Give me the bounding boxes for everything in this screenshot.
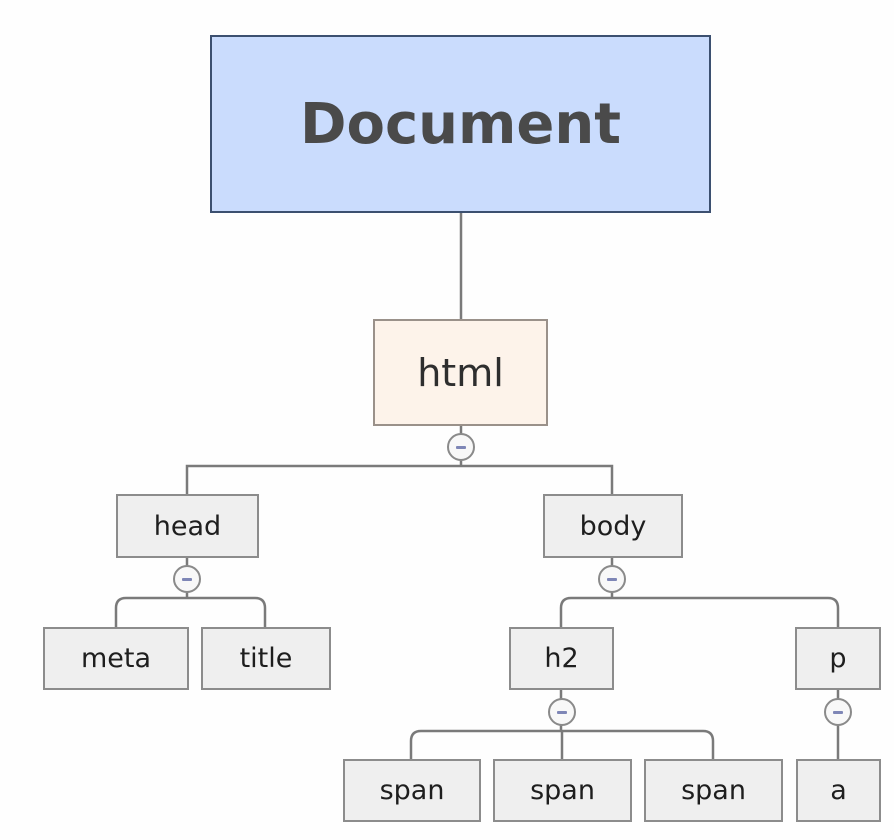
collapse-p-icon[interactable] [824,698,852,726]
node-html[interactable]: html [373,319,548,426]
collapse-html-icon[interactable] [447,433,475,461]
node-h2[interactable]: h2 [509,627,614,690]
node-head[interactable]: head [116,494,259,558]
node-a[interactable]: a [796,759,881,822]
node-span[interactable]: span [493,759,632,822]
node-span[interactable]: span [343,759,481,822]
collapse-body-icon[interactable] [598,565,626,593]
node-span[interactable]: span [644,759,783,822]
node-body[interactable]: body [543,494,683,558]
connector-html-children [185,426,614,494]
node-meta[interactable]: meta [43,627,189,690]
node-title[interactable]: title [201,627,331,690]
node-p[interactable]: p [795,627,881,690]
collapse-head-icon[interactable] [173,565,201,593]
node-document[interactable]: Document [210,35,711,213]
collapse-h2-icon[interactable] [548,698,576,726]
